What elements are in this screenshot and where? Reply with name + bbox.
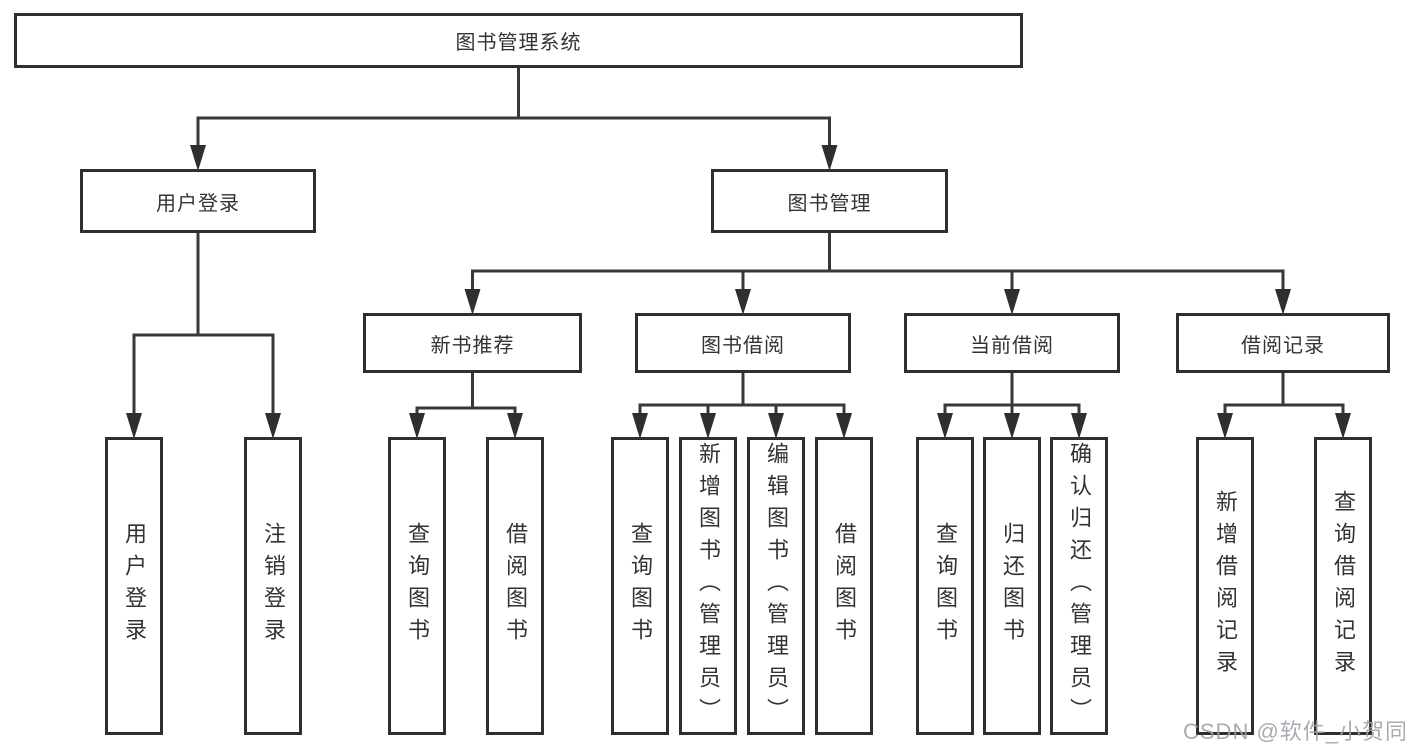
leaf-bw-query: 查询图书 <box>611 437 669 735</box>
node-book-mgmt-label: 图书管理 <box>787 192 872 215</box>
node-new-book: 新书推荐 <box>363 313 582 373</box>
node-borrow-label: 图书借阅 <box>701 334 785 357</box>
leaf-nb-query-label: 查询图书 <box>405 522 430 650</box>
leaf-bw-edit: 编辑图书（管理员） <box>747 437 805 735</box>
node-book-mgmt: 图书管理 <box>711 169 948 233</box>
leaf-rec-add-label: 新增借阅记录 <box>1213 490 1238 682</box>
leaf-nb-borrow-label: 借阅图书 <box>503 522 528 650</box>
leaf-cur-confirm-label: 确认归还（管理员） <box>1067 442 1092 730</box>
node-root: 图书管理系统 <box>14 13 1023 68</box>
leaf-cur-confirm: 确认归还（管理员） <box>1050 437 1108 735</box>
leaf-cur-return: 归还图书 <box>983 437 1041 735</box>
node-user-login-label: 用户登录 <box>156 192 240 215</box>
leaf-cur-query: 查询图书 <box>916 437 974 735</box>
leaf-cur-return-label: 归还图书 <box>1000 522 1025 650</box>
node-current: 当前借阅 <box>904 313 1120 373</box>
node-borrow: 图书借阅 <box>635 313 851 373</box>
leaf-user-login-label: 用户登录 <box>122 522 147 650</box>
node-current-label: 当前借阅 <box>970 334 1054 357</box>
node-records-label: 借阅记录 <box>1241 334 1325 357</box>
leaf-logout-label: 注销登录 <box>261 522 286 650</box>
csdn-watermark: CSDN @软件_小贺同学 <box>1183 719 1405 744</box>
leaf-cur-query-label: 查询图书 <box>933 522 958 650</box>
leaf-rec-add: 新增借阅记录 <box>1196 437 1254 735</box>
leaf-logout: 注销登录 <box>244 437 302 735</box>
leaf-nb-query: 查询图书 <box>388 437 446 735</box>
leaf-bw-borrow: 借阅图书 <box>815 437 873 735</box>
leaf-nb-borrow: 借阅图书 <box>486 437 544 735</box>
node-records: 借阅记录 <box>1176 313 1390 373</box>
node-root-label: 图书管理系统 <box>455 32 582 54</box>
leaf-user-login: 用户登录 <box>105 437 163 735</box>
leaf-bw-add: 新增图书（管理员） <box>679 437 737 735</box>
leaf-bw-query-label: 查询图书 <box>628 522 653 650</box>
leaf-rec-query: 查询借阅记录 <box>1314 437 1372 735</box>
node-user-login: 用户登录 <box>80 169 316 233</box>
leaf-bw-add-label: 新增图书（管理员） <box>696 442 721 730</box>
leaf-bw-edit-label: 编辑图书（管理员） <box>764 442 789 730</box>
node-new-book-label: 新书推荐 <box>430 334 515 357</box>
leaf-rec-query-label: 查询借阅记录 <box>1331 490 1356 682</box>
leaf-bw-borrow-label: 借阅图书 <box>832 522 857 650</box>
